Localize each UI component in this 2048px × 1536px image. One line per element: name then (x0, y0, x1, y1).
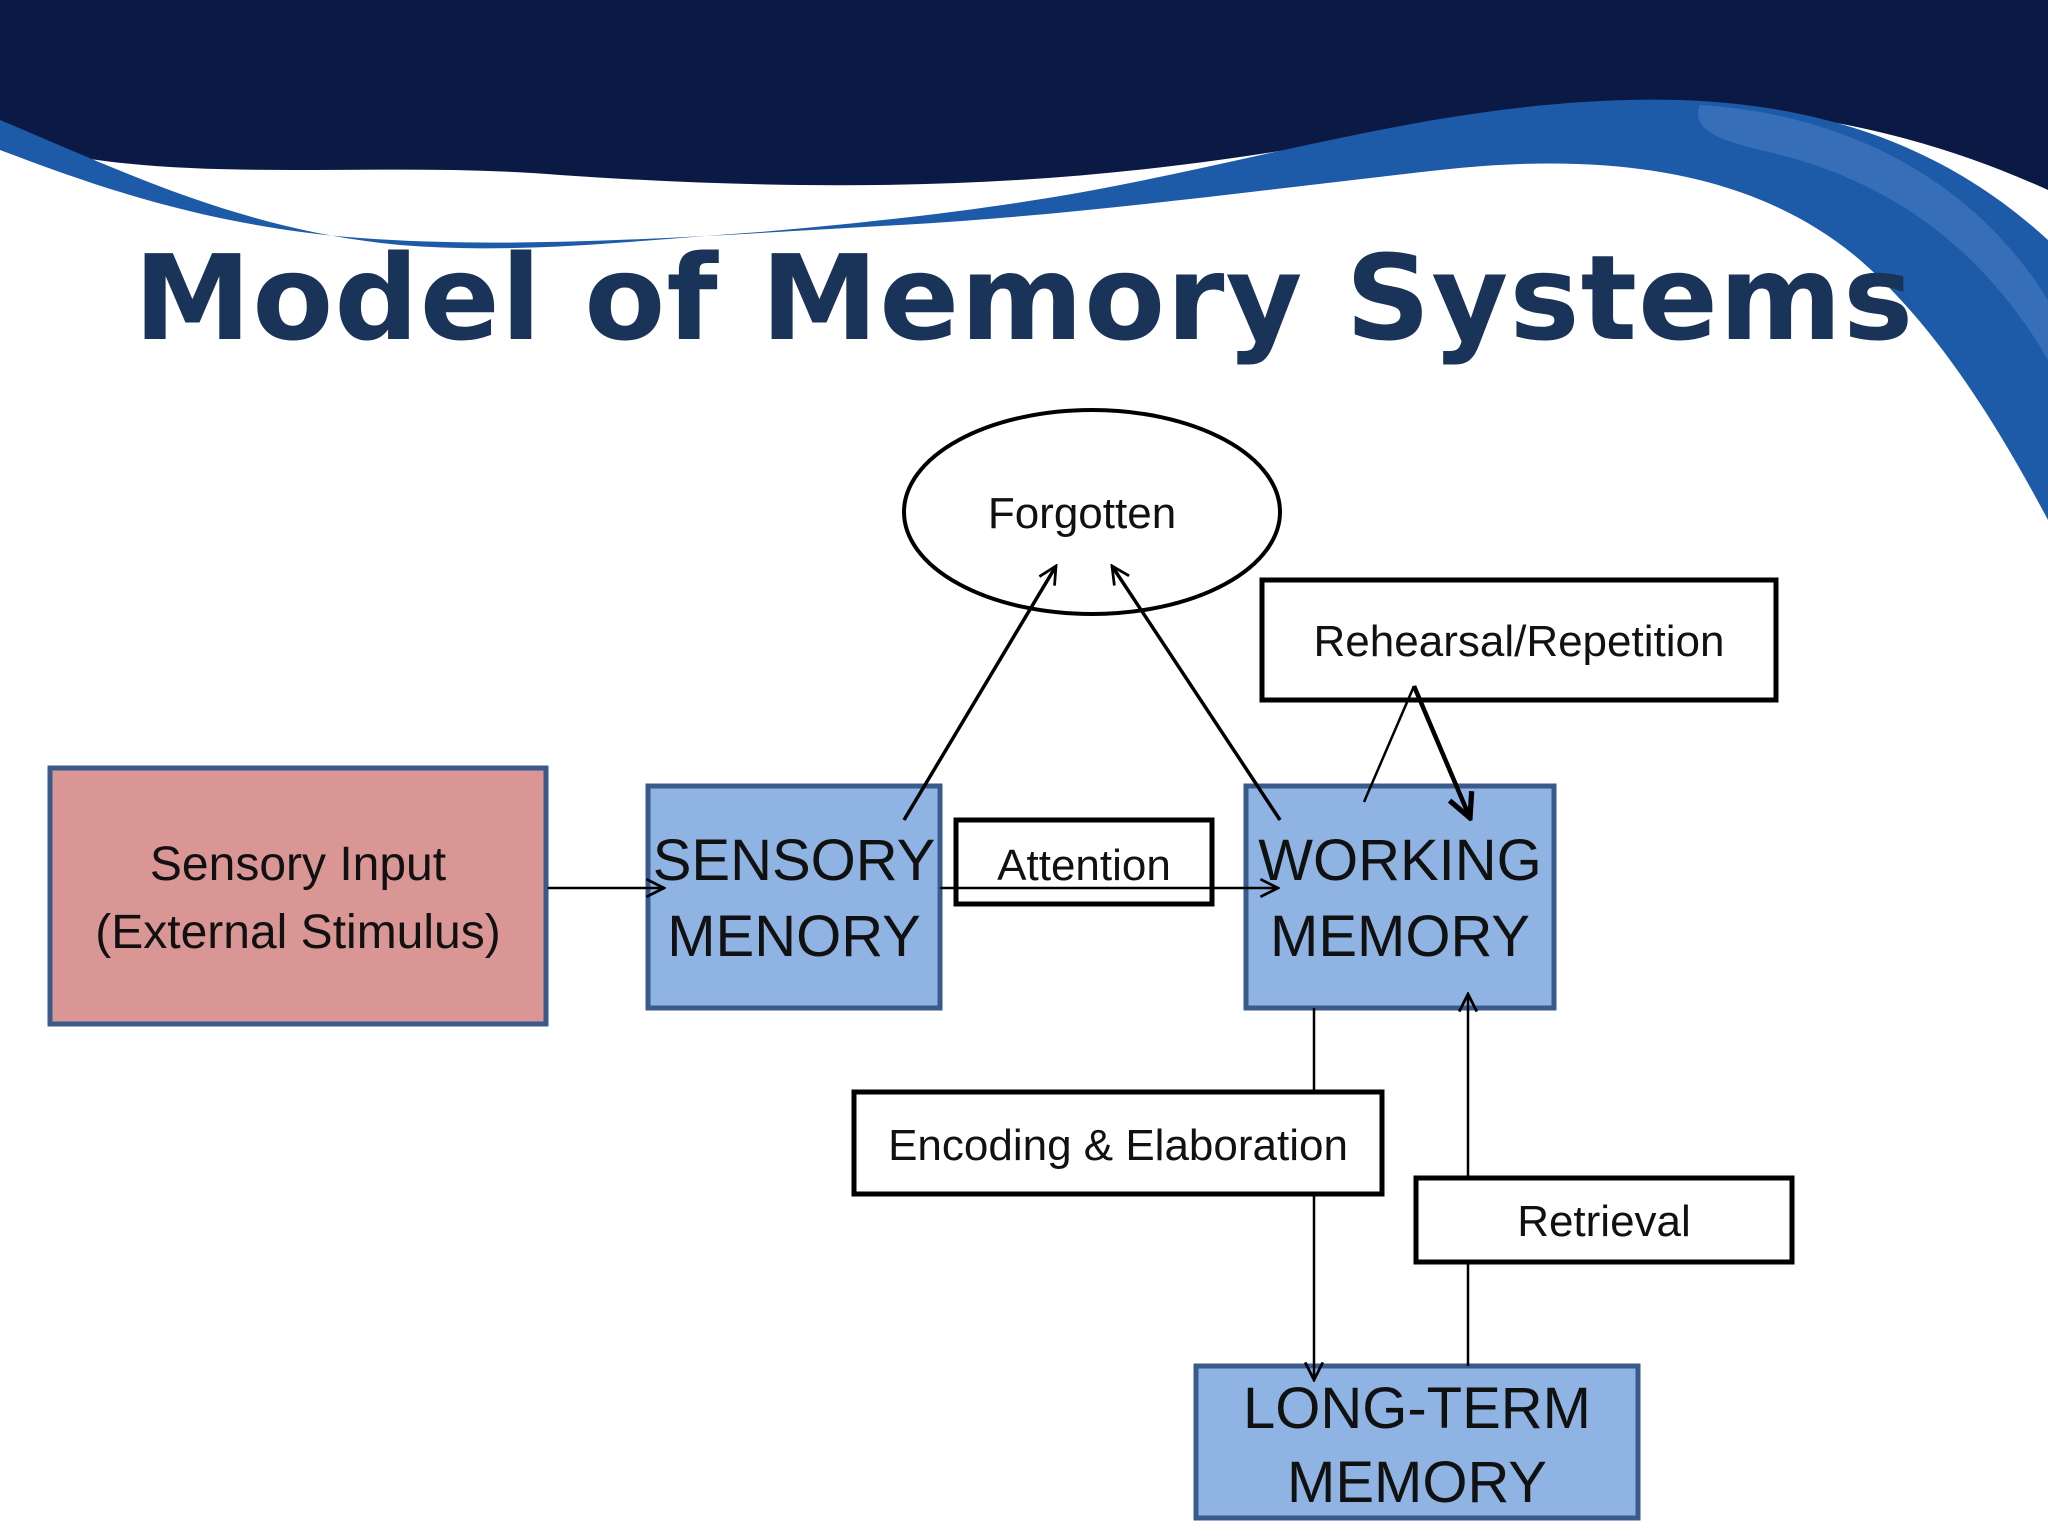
attention-label: Attention (997, 841, 1171, 890)
arrow-working-to-forgotten (1112, 566, 1282, 821)
rehearsal-label: Rehearsal/Repetition (1314, 617, 1725, 666)
sensory-memory-node: SENSORY MENORY (645, 783, 943, 1011)
rehearsal-loop-line (1362, 685, 1416, 803)
long-term-memory-line2: MEMORY (1287, 1450, 1547, 1515)
retrieval-label: Retrieval (1517, 1197, 1691, 1246)
sensory-input-node: Sensory Input (External Stimulus) (47, 765, 549, 1027)
sensory-memory-line1: SENSORY (653, 828, 936, 893)
forgotten-label: Forgotten (988, 489, 1176, 538)
attention-node: Attention (953, 817, 1215, 907)
forgotten-node: Forgotten (902, 408, 1282, 616)
encoding-label: Encoding & Elaboration (888, 1121, 1348, 1170)
working-memory-line2: MEMORY (1270, 904, 1530, 969)
sensory-input-line2: (External Stimulus) (95, 906, 500, 959)
rehearsal-node: Rehearsal/Repetition (1259, 577, 1779, 703)
sensory-input-line1: Sensory Input (150, 838, 446, 891)
arrow-sensory-to-forgotten (902, 566, 1056, 821)
slide-title: Model of Memory Systems (133, 229, 1915, 367)
working-memory-node: WORKING MEMORY (1243, 783, 1557, 1011)
wave-light (1698, 105, 2048, 360)
long-term-memory-node: LONG-TERM MEMORY (1193, 1363, 1641, 1521)
working-memory-line1: WORKING (1258, 828, 1542, 893)
arrow-rehearsal-to-working (1411, 685, 1470, 818)
encoding-node: Encoding & Elaboration (851, 1089, 1385, 1197)
sensory-memory-line2: MENORY (667, 904, 921, 969)
wave-dark (0, 0, 2048, 190)
retrieval-node: Retrieval (1413, 1175, 1795, 1265)
long-term-memory-line1: LONG-TERM (1243, 1376, 1591, 1441)
